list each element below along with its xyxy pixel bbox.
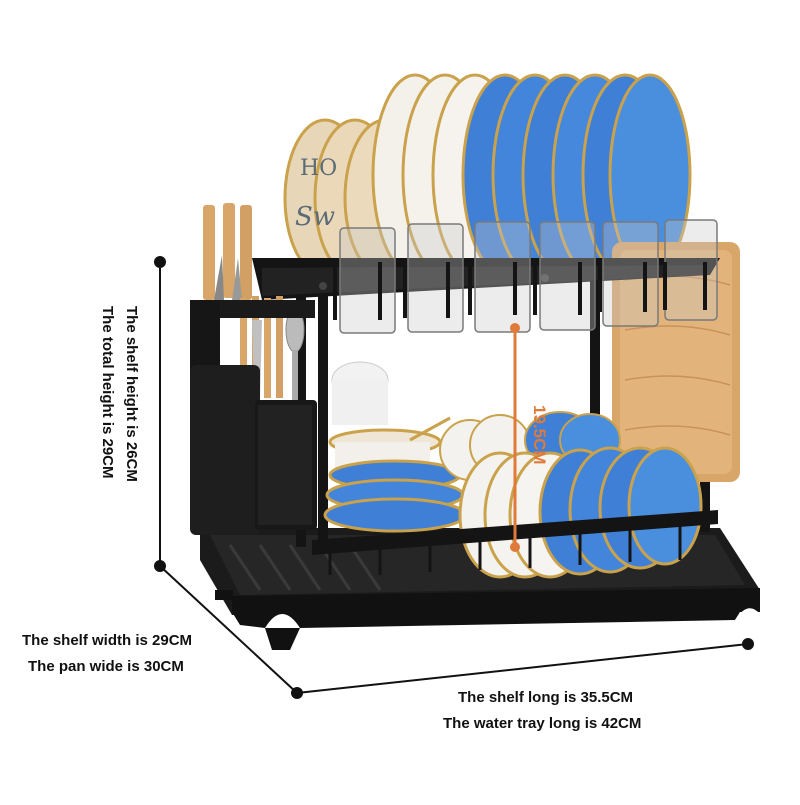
shelf-width-label: The shelf width is 29CM [22, 632, 193, 649]
dimension-lines [154, 256, 754, 699]
width-dimension-line [159, 565, 298, 694]
tier-spacing-label: 19.5CM [530, 405, 549, 465]
pan-wide-label: The pan wide is 30CM [28, 658, 184, 675]
cup-holders [333, 262, 707, 320]
length-dimension-line [296, 643, 749, 694]
plate-decor-script: Sw [295, 202, 335, 232]
plate-decor-text: HO [300, 156, 337, 181]
shelf-long-label: The shelf long is 35.5CM [458, 689, 634, 706]
utensil-caddy [190, 203, 317, 535]
water-tray-long-label: The water tray long is 42CM [443, 715, 642, 732]
tier-spacing-marker [510, 323, 520, 552]
length-end-dot [742, 638, 754, 650]
bottom-tier-dishes [323, 361, 703, 579]
total-height-label: The total height is 29CM [99, 306, 116, 479]
shelf-height-label: The shelf height is 26CM [123, 306, 140, 482]
height-top-dot [154, 256, 166, 268]
knife-handles [203, 203, 252, 300]
top-tier-plates: HO Sw [283, 73, 692, 278]
top-shelf [252, 219, 720, 334]
